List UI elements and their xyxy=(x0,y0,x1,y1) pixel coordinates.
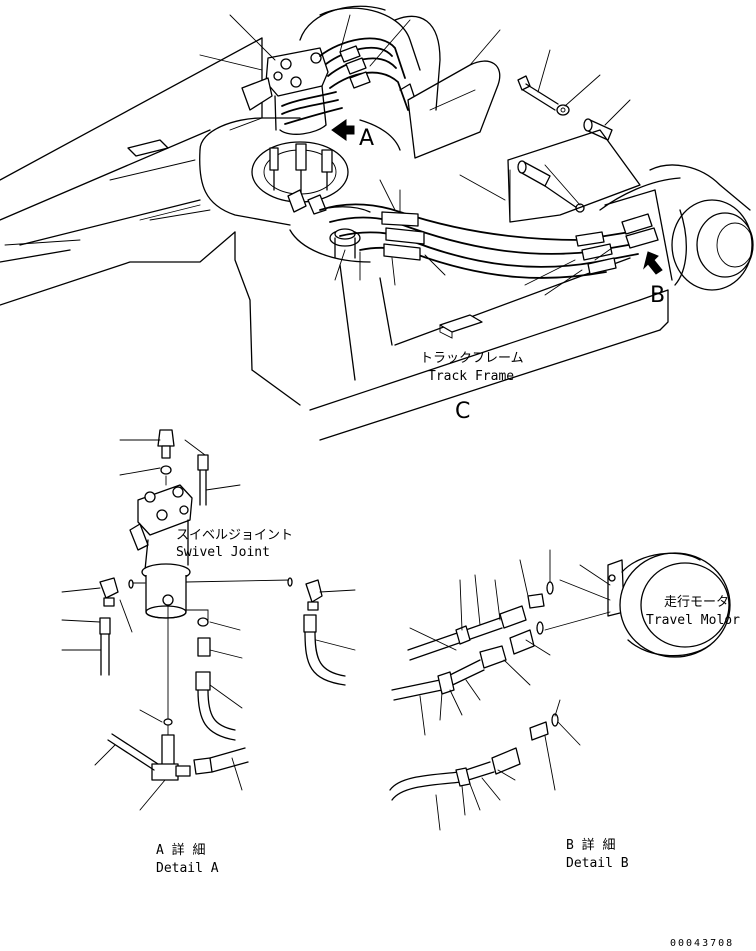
upper-frame-body xyxy=(0,37,393,406)
arrow-b xyxy=(643,251,663,275)
swivel-joint-label-jp: スイベルジョイント xyxy=(176,528,293,543)
detail-a-label-en: Detail A xyxy=(156,861,219,876)
swivel-joint-label-en: Swivel Joint xyxy=(176,545,270,560)
leader-lines-main xyxy=(4,14,631,296)
track-frame-label-en: Track Frame xyxy=(428,369,514,384)
callout-b: B xyxy=(650,283,665,308)
travel-motor-label-jp: 走行モータ xyxy=(664,595,729,610)
travel-motor-main xyxy=(604,164,754,291)
callout-c: C xyxy=(455,399,470,424)
detail-a xyxy=(61,429,356,811)
hoses-main xyxy=(319,203,659,279)
hoses-upper xyxy=(299,5,441,151)
detail-a-label-jp: A 詳 細 xyxy=(156,842,205,858)
detail-b-label-en: Detail B xyxy=(566,856,629,871)
detail-b xyxy=(389,549,731,831)
callout-a: A xyxy=(359,126,374,151)
bracket-plate xyxy=(399,60,501,159)
detail-b-label-jp: B 詳 細 xyxy=(566,837,615,853)
pins xyxy=(517,118,613,213)
drawing-number: 00043708 xyxy=(670,938,734,949)
arrow-a xyxy=(331,119,355,141)
track-frame-label-jp: トラックフレーム xyxy=(420,351,524,366)
travel-motor-label-en: Travel Molor xyxy=(646,613,740,628)
bolt-and-washer xyxy=(517,75,570,116)
shield-plate xyxy=(507,129,641,223)
swivel-joint-main xyxy=(241,47,343,215)
